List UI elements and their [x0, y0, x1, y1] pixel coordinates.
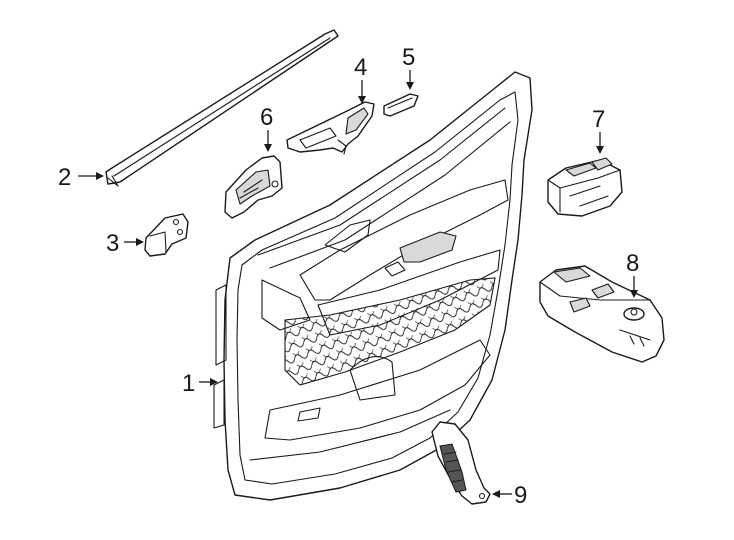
callout-label-2: 2	[58, 164, 71, 191]
callout-label-3: 3	[106, 230, 119, 257]
callout-label-1: 1	[182, 370, 195, 397]
callout-4[interactable]: 4	[350, 52, 374, 108]
window-switch	[547, 157, 623, 217]
belt-weatherstrip	[105, 29, 339, 187]
cover-cap	[383, 93, 419, 117]
callout-8[interactable]: 8	[622, 248, 646, 304]
callout-label-6: 6	[260, 104, 273, 131]
callout-7[interactable]: 7	[588, 104, 612, 160]
callout-2[interactable]: 2	[56, 160, 104, 191]
door-trim-panel	[213, 71, 533, 501]
callout-6[interactable]: 6	[256, 102, 280, 158]
callout-label-7: 7	[592, 106, 605, 133]
pull-handle-bracket	[286, 101, 375, 155]
callout-3[interactable]: 3	[104, 228, 148, 257]
memory-switch	[431, 421, 491, 505]
callout-9[interactable]: 9	[486, 480, 538, 509]
callout-5[interactable]: 5	[398, 42, 422, 94]
callout-label-5: 5	[402, 44, 415, 71]
master-window-switch	[539, 265, 665, 363]
callout-label-8: 8	[626, 250, 639, 277]
callout-1[interactable]: 1	[180, 368, 220, 397]
inside-door-handle	[224, 155, 283, 219]
lock-clip	[144, 213, 189, 257]
callout-label-4: 4	[354, 54, 367, 81]
callout-label-9: 9	[514, 482, 527, 509]
